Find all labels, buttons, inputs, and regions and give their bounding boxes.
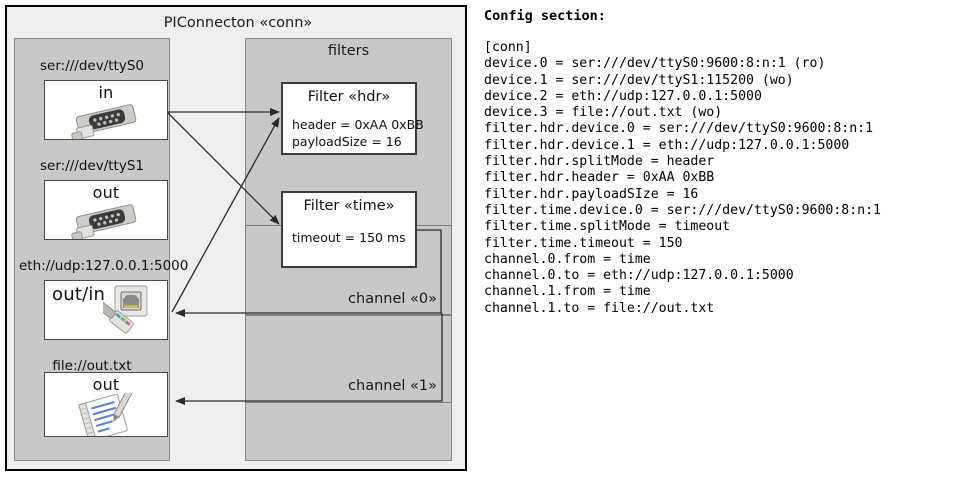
config-line: filter.time.device.0 = ser:///dev/ttyS0:…	[484, 202, 881, 218]
device-2-box[interactable]: out/in	[44, 280, 168, 340]
serial-port-icon	[69, 199, 147, 239]
config-line: filter.time.timeout = 150	[484, 235, 683, 251]
config-line: device.3 = file://out.txt (wo)	[484, 105, 723, 121]
config-line: channel.1.to = file://out.txt	[484, 300, 715, 316]
serial-port-icon	[69, 99, 147, 139]
config-line: [conn]	[484, 40, 532, 55]
config-line: channel.0.to = eth://udp:127.0.0.1:5000	[484, 268, 794, 284]
config-line: device.1 = ser:///dev/ttyS1:115200 (wo)	[484, 72, 794, 88]
config-line: device.2 = eth://udp:127.0.0.1:5000	[484, 88, 762, 104]
channel-1-label: channel «1»	[348, 378, 437, 394]
device-0-box[interactable]: in	[44, 80, 168, 140]
device-1-word: out	[92, 183, 120, 202]
device-0-caption: ser:///dev/ttyS0	[40, 58, 144, 74]
device-1-caption: ser:///dev/ttyS1	[40, 158, 144, 174]
device-2-word: out/in	[52, 284, 106, 305]
config-column: Config section: [conn]device.0 = ser:///…	[481, 0, 961, 484]
config-line: filter.hdr.device.1 = eth://udp:127.0.0.…	[484, 137, 850, 153]
config-line: filter.hdr.header = 0xAA 0xBB	[484, 170, 715, 186]
config-line: filter.hdr.payloadSIze = 16	[484, 186, 699, 202]
config-line: device.0 = ser:///dev/ttyS0:9600:8:n:1 (…	[484, 56, 826, 72]
config-line: channel.1.from = time	[484, 284, 651, 300]
device-3-caption: file://out.txt	[52, 358, 132, 374]
filter-time-attr-0: timeout = 150 ms	[292, 230, 406, 245]
filter-time-title: Filter «time»	[303, 198, 395, 214]
diagram-title: PIConnecton «conn»	[163, 15, 313, 31]
filter-hdr-box[interactable]: Filter «hdr» header = 0xAA 0xBB payloadS…	[281, 82, 424, 155]
filter-time-box[interactable]: Filter «time» timeout = 150 ms	[281, 191, 417, 268]
channel-0-label: channel «0»	[348, 291, 437, 307]
device-1-box[interactable]: out	[44, 180, 168, 240]
ethernet-jack-icon	[88, 285, 165, 339]
config-line: filter.hdr.splitMode = header	[484, 154, 715, 170]
config-line: filter.time.splitMode = timeout	[484, 219, 731, 235]
device-0-word: in	[98, 83, 114, 102]
text-file-icon	[75, 383, 143, 436]
device-2-caption: eth://udp:127.0.0.1:5000	[19, 258, 189, 274]
filter-hdr-title: Filter «hdr»	[307, 89, 391, 105]
config-line: channel.0.from = time	[484, 251, 651, 267]
device-3-word: out	[92, 375, 120, 394]
device-3-box[interactable]: out	[44, 372, 168, 437]
config-heading: Config section:	[484, 8, 606, 24]
filter-hdr-attr-0: header = 0xAA 0xBB	[292, 117, 424, 132]
config-lines: [conn]device.0 = ser:///dev/ttyS0:9600:8…	[484, 40, 881, 317]
filter-hdr-attr-1: payloadSize = 16	[292, 134, 402, 149]
config-line: filter.hdr.device.0 = ser:///dev/ttyS0:9…	[484, 121, 874, 137]
filters-panel-title: filters	[327, 43, 370, 59]
